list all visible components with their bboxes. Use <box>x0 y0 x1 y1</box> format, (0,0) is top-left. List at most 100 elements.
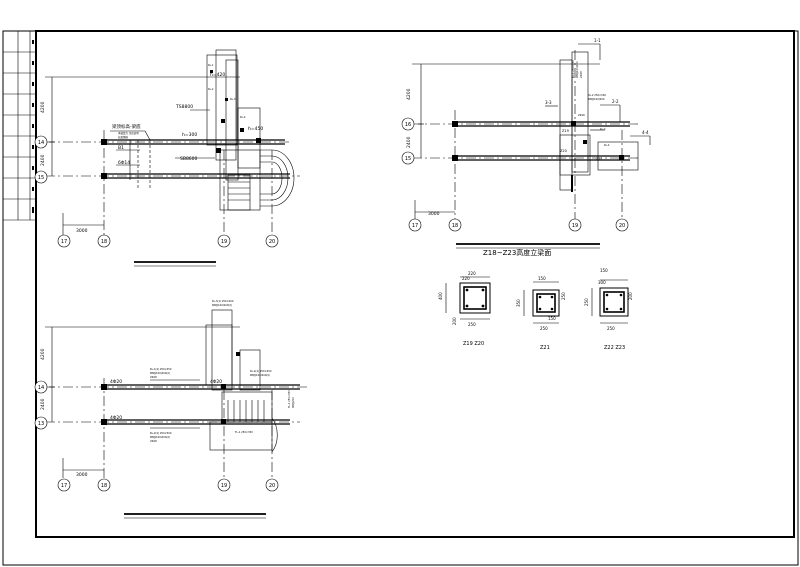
dim-3000-top-left: 3000 <box>76 228 88 234</box>
svg-text:KL-4: KL-4 <box>604 143 610 147</box>
axis-bubbles-bottom-left: 14 13 17 18 19 20 <box>34 380 279 492</box>
axis-label: 18 <box>452 223 458 229</box>
axis-label: 17 <box>412 223 418 229</box>
svg-text:KL-3: KL-3 <box>230 97 236 101</box>
column-caption: Z21 <box>540 345 550 351</box>
svg-text:TL-1 250×350: TL-1 250×350 <box>287 390 291 408</box>
svg-text:4Φ20: 4Φ20 <box>210 379 222 385</box>
plan-top-left <box>45 49 300 236</box>
svg-text:KL-3: KL-3 <box>600 127 606 131</box>
axis-label: 17 <box>61 483 67 489</box>
axis-label: 18 <box>101 483 107 489</box>
plan-bottom-left-text: 4200 2400 3000 4Φ20 4Φ20 4Φ20 KL-1(2) 25… <box>40 299 295 478</box>
axis-label: 20 <box>269 483 275 489</box>
svg-text:B1: B1 <box>118 145 124 151</box>
svg-text:4Φ20: 4Φ20 <box>110 415 122 421</box>
axis-label: 14 <box>38 140 44 146</box>
plan-top-right <box>412 43 651 220</box>
axis-label: 19 <box>572 223 578 229</box>
svg-text:Φ8@100/200(2): Φ8@100/200(2) <box>250 373 270 377</box>
column-dim: 250 <box>468 322 476 327</box>
axis-bubbles-top-left: 14 15 17 18 19 20 <box>34 135 279 248</box>
axis-bubble <box>568 218 582 232</box>
column-dim: 350 <box>516 299 521 307</box>
axis-bubble <box>265 478 279 492</box>
axis-bubble <box>34 135 48 149</box>
axis-bubble <box>265 234 279 248</box>
column-dim: 200 <box>628 292 633 300</box>
svg-text:2Φ18: 2Φ18 <box>579 71 583 78</box>
svg-text:Φ8@100/200(2): Φ8@100/200(2) <box>150 435 170 439</box>
plan-title-underline <box>124 513 266 519</box>
svg-text:KL-2(2) 250×500: KL-2(2) 250×500 <box>150 431 172 435</box>
svg-text:Z20: Z20 <box>560 149 567 153</box>
svg-text:4Φ20: 4Φ20 <box>110 379 122 385</box>
svg-text:Z19: Z19 <box>562 129 569 133</box>
svg-text:KL-2 250×500: KL-2 250×500 <box>588 93 606 97</box>
svg-text:2400: 2400 <box>40 398 46 410</box>
axis-label: 19 <box>221 483 227 489</box>
axis-bubble <box>34 416 48 430</box>
svg-text:6Φ14: 6Φ14 <box>118 160 130 166</box>
column-dim: 150 <box>600 268 608 273</box>
svg-text:KL-1: KL-1 <box>208 63 214 67</box>
axis-bubbles-top-right: 16 15 17 18 19 20 <box>401 117 629 232</box>
svg-text:2Φ18: 2Φ18 <box>150 439 157 443</box>
svg-text:h=420: h=420 <box>210 72 225 78</box>
plan-bottom-left <box>45 309 310 478</box>
axis-bubble <box>408 218 422 232</box>
svg-text:KL-1(2) 250×450: KL-1(2) 250×450 <box>150 367 172 371</box>
plan-top-right-text: 4200 2400 3000 1-1 2-2 3-3 4-4 Z19 Z20 Z… <box>406 38 649 217</box>
axis-bubble <box>97 478 111 492</box>
svg-text:Φ8@100/200(2): Φ8@100/200(2) <box>150 371 170 375</box>
svg-text:2Φ18: 2Φ18 <box>150 375 157 379</box>
svg-text:4200: 4200 <box>40 101 46 113</box>
axis-label: 14 <box>38 385 44 391</box>
svg-text:Φ8@100/200: Φ8@100/200 <box>588 97 605 101</box>
svg-text:TS8800: TS8800 <box>175 104 193 110</box>
column-dim: 250 <box>607 326 615 331</box>
svg-text:SB8600: SB8600 <box>180 156 198 162</box>
dim-3000-top-right: 3000 <box>428 211 440 217</box>
column-dim: 300 <box>598 280 606 285</box>
svg-text:2Φ16: 2Φ16 <box>578 113 585 117</box>
svg-text:Φ8@100/200(2): Φ8@100/200(2) <box>212 303 232 307</box>
svg-text:4200: 4200 <box>406 88 412 100</box>
axis-label: 18 <box>101 239 107 245</box>
column-caption: Z22 Z23 <box>604 345 625 351</box>
outer-frame <box>2 30 799 566</box>
axis-bubble <box>97 234 111 248</box>
axis-bubble <box>34 380 48 394</box>
svg-text:TL-1 250×350: TL-1 250×350 <box>235 430 253 434</box>
svg-text:h=300: h=300 <box>182 132 197 138</box>
svg-text:承载受力 详见说明: 承载受力 详见说明 <box>118 131 139 135</box>
svg-text:KL-4(1) 250×450: KL-4(1) 250×450 <box>250 369 272 373</box>
axis-bubble <box>57 478 71 492</box>
svg-text:KL-1 250×450: KL-1 250×450 <box>571 60 575 78</box>
axis-label: 19 <box>221 239 227 245</box>
column-dim: 220 <box>462 276 470 281</box>
column-section-z19-z20 <box>445 276 491 320</box>
axis-bubble <box>217 234 231 248</box>
column-caption: Z19 Z20 <box>463 341 484 347</box>
svg-text:梁顶标高-梁底: 梁顶标高-梁底 <box>112 123 141 130</box>
svg-text:4200: 4200 <box>40 348 46 360</box>
axis-label: 20 <box>619 223 625 229</box>
axis-bubble <box>401 151 415 165</box>
column-dim: 250 <box>561 292 566 300</box>
svg-text:KL-3(1) 250×400: KL-3(1) 250×400 <box>212 299 234 303</box>
axis-label: 15 <box>405 156 411 162</box>
axis-label: 13 <box>38 421 44 427</box>
svg-text:Φ8@200: Φ8@200 <box>291 397 295 408</box>
column-dim: 150 <box>538 276 546 281</box>
axis-label: 17 <box>61 239 67 245</box>
drawing-border <box>35 30 795 538</box>
svg-text:KL-2: KL-2 <box>208 87 214 91</box>
svg-text:KL-4: KL-4 <box>240 115 246 119</box>
column-dim: 250 <box>584 298 589 306</box>
plan-title-underline <box>134 261 216 267</box>
section-mark: 3-3 <box>545 100 552 105</box>
axis-label: 16 <box>405 122 411 128</box>
section-mark: 1-1 <box>594 38 601 43</box>
